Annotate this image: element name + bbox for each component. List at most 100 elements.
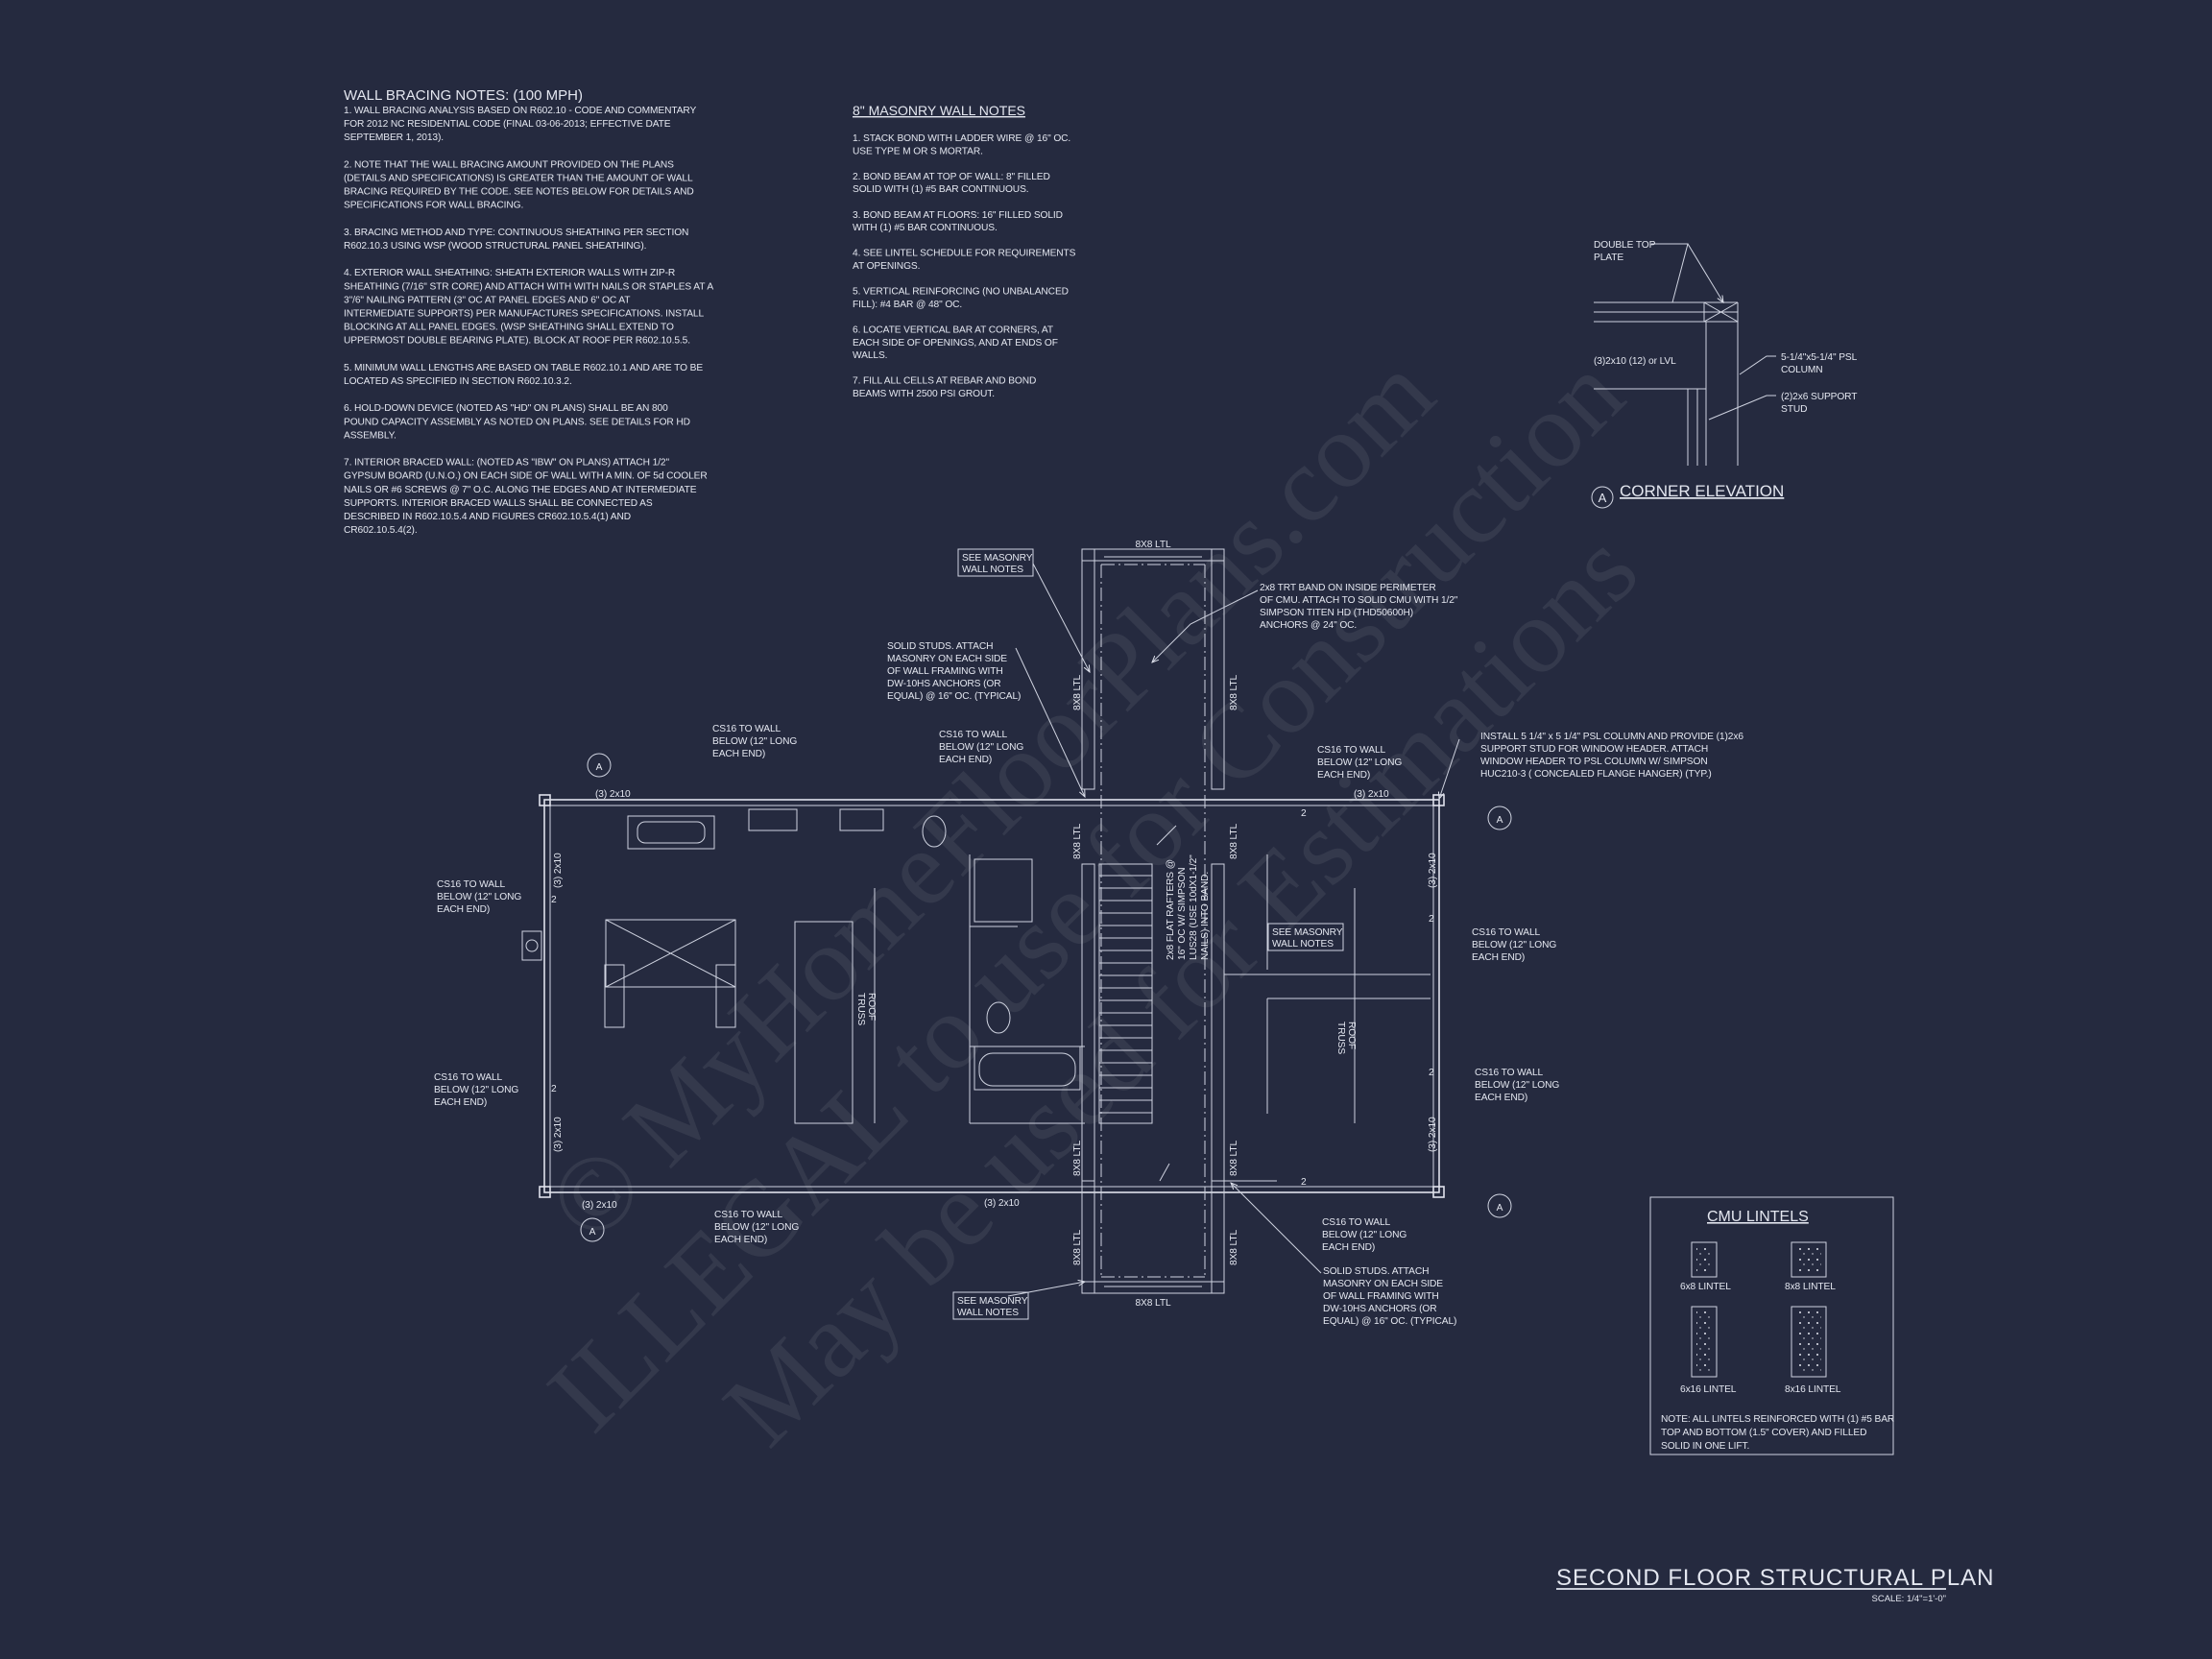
wall-bracing-note-line: LOCATED AS SPECIFIED IN SECTION R602.10.… (344, 376, 572, 387)
wall-bracing-note-line: DESCRIBED IN R602.10.5.4 AND FIGURES CR6… (344, 512, 631, 522)
lintel-callout: 8X8 LTL (1072, 824, 1083, 859)
solid-studs-callout: OF WALL FRAMING WITH (887, 666, 1003, 677)
see-masonry-callout: WALL NOTES (962, 565, 1023, 575)
wall-bracing-note-line: ASSEMBLY. (344, 430, 397, 441)
section-marker-circle (1591, 486, 1614, 509)
callout-box (952, 1291, 1029, 1320)
wall-bracing-note-line: 7. INTERIOR BRACED WALL: (NOTED AS "IBW"… (344, 458, 669, 469)
cs16-callout: BELOW (12" LONG (437, 892, 521, 902)
cs16-callout: BELOW (12" LONG (1475, 1080, 1559, 1091)
lintel-note: SOLID IN ONE LIFT. (1661, 1441, 1749, 1452)
lintel-callout: 8X8 LTL (1229, 675, 1239, 710)
section-marker-label: A (1497, 815, 1503, 826)
masonry-notes-title: 8" MASONRY WALL NOTES (853, 103, 1025, 118)
cs16-callout: BELOW (12" LONG (1317, 757, 1402, 768)
wall-bracing-note-line: BLOCKING AT ALL PANEL EDGES. (WSP SHEATH… (344, 323, 674, 333)
masonry-note-line: BEAMS WITH 2500 PSI GROUT. (853, 389, 995, 399)
cs16-callout: CS16 TO WALL (1472, 927, 1541, 938)
toilet (986, 1001, 1011, 1034)
see-masonry-callout: WALL NOTES (957, 1308, 1019, 1318)
lintel-callout: 8X8 LTL (1135, 1298, 1170, 1309)
trt-band-callout: 2x8 TRT BAND ON INSIDE PERIMETER (1260, 583, 1436, 593)
lintel-callout: 8X8 LTL (1072, 1230, 1083, 1265)
wall-bracing-notes: 1. WALL BRACING ANALYSIS BASED ON R602.1… (344, 106, 713, 536)
cs16-callout: CS16 TO WALL (1475, 1068, 1544, 1078)
stud-mark: 2 (1301, 808, 1307, 819)
wall-bracing-note-line: 5. MINIMUM WALL LENGTHS ARE BASED ON TAB… (344, 363, 703, 373)
lintel-label: 8x8 LINTEL (1785, 1282, 1836, 1292)
note-line: DOUBLE TOP (1594, 240, 1656, 251)
stud-mark: 2 (1429, 1068, 1434, 1078)
section-marker-label: A (1599, 491, 1607, 505)
trt-band-callout: SIMPSON TITEN HD (THD50600H) (1260, 608, 1413, 618)
leader-line (1032, 563, 1090, 672)
solid-studs-callout: DW-10HS ANCHORS (OR (1323, 1304, 1436, 1314)
lintel-callout: 8X8 LTL (1072, 675, 1083, 710)
lintel-callout: 8X8 LTL (1135, 540, 1170, 550)
floor-plan (521, 548, 1445, 1294)
psl-column (1432, 1186, 1445, 1198)
cs16-callout: CS16 TO WALL (714, 1210, 783, 1220)
lintel-callout: 8X8 LTL (1229, 824, 1239, 859)
psl-column (539, 1186, 551, 1198)
cs16-callout: BELOW (12" LONG (1472, 940, 1556, 950)
note-line: 5-1/4"x5-1/4" PSL (1781, 352, 1858, 363)
wall-header-label: (3) 2x10 (553, 853, 564, 888)
toilet (922, 815, 947, 848)
trt-band-callout: ANCHORS @ 24" OC. (1260, 620, 1357, 631)
rafters-callout: 2x8 FLAT RAFTERS @ (1166, 859, 1176, 960)
lintel-note: NOTE: ALL LINTELS REINFORCED WITH (1) #5… (1661, 1414, 1894, 1425)
masonry-note-line: EACH SIDE OF OPENINGS, AND AT ENDS OF (853, 338, 1058, 349)
lintel-callout: 8X8 LTL (1229, 1141, 1239, 1176)
note-line: (2)2x6 SUPPORT (1781, 392, 1857, 402)
trt-band-callout: OF CMU. ATTACH TO SOLID CMU WITH 1/2" (1260, 595, 1458, 606)
solid-studs-callout: EQUAL) @ 16" OC. (TYPICAL) (1323, 1316, 1456, 1327)
wall-header-label: (3) 2x10 (1428, 1117, 1438, 1152)
lintel-callout: 8X8 LTL (1229, 1230, 1239, 1265)
note-line: PLATE (1594, 252, 1623, 263)
leader-line (1015, 647, 1085, 797)
masonry-note-line: SOLID WITH (1) #5 BAR CONTINUOUS. (853, 184, 1029, 195)
stud-mark: 2 (551, 1084, 557, 1094)
lintel-label: 6x8 LINTEL (1680, 1282, 1731, 1292)
wall-bracing-note-line: 4. EXTERIOR WALL SHEATHING: SHEATH EXTER… (344, 268, 675, 278)
cs16-callout: BELOW (12" LONG (939, 742, 1023, 753)
wall-bracing-note-line: SHEATHING (7/16" STR CORE) AND ATTACH WI… (344, 281, 713, 292)
callout-box (1267, 923, 1344, 951)
masonry-note-line: WALLS. (853, 350, 887, 361)
cs16-callout: BELOW (12" LONG (714, 1222, 799, 1233)
section-marker-label: A (1497, 1203, 1503, 1214)
note-line: COLUMN (1781, 365, 1823, 375)
roof-truss-label: TRUSS (855, 993, 866, 1025)
see-masonry-callout: SEE MASONRY (962, 553, 1033, 564)
roof-truss-label: ROOF (1346, 1022, 1357, 1049)
rafters-callout: 16" OC W/ SIMPSON (1177, 868, 1188, 960)
wall-bracing-note-line: 2. NOTE THAT THE WALL BRACING AMOUNT PRO… (344, 159, 674, 170)
wall-bracing-note-line: UPPERMOST DOUBLE BEARING PLATE). BLOCK A… (344, 336, 690, 347)
cs16-callout: EACH END) (712, 749, 765, 759)
wall-bracing-note-line: INTERMEDIATE SUPPORTS) PER MANUFACTURES … (344, 309, 704, 320)
solid-studs-callout: EQUAL) @ 16" OC. (TYPICAL) (887, 691, 1021, 702)
wall-bracing-note-line: R602.10.3 USING WSP (WOOD STRUCTURAL PAN… (344, 241, 646, 252)
section-marker-label: A (589, 1227, 596, 1238)
wall-bracing-note-line: SPECIFICATIONS FOR WALL BRACING. (344, 201, 523, 211)
roof-truss-label: ROOF (866, 993, 877, 1021)
rafters-callout: NAILS) INTO BAND. (1200, 872, 1211, 960)
solid-studs-callout: DW-10HS ANCHORS (OR (887, 679, 1000, 689)
see-masonry-callout: WALL NOTES (1272, 939, 1334, 950)
note-line: (3)2x10 (12) or LVL (1594, 356, 1676, 367)
cs16-callout: CS16 TO WALL (939, 730, 1008, 740)
leader-line (1231, 1183, 1322, 1274)
wall-bracing-note-line: SEPTEMBER 1, 2013). (344, 132, 444, 143)
leader-line (1152, 589, 1259, 662)
wall-bracing-note-line: 3"/6" NAILING PATTERN (3" OC AT PANEL ED… (344, 295, 630, 305)
section-marker-circle (587, 753, 612, 778)
watermark: © MyHomeFloorPlans.com ILLEGAL to use fo… (525, 333, 1660, 1468)
bathtub (627, 815, 715, 850)
psl-column (539, 794, 551, 806)
masonry-note-line: USE TYPE M OR S MORTAR. (853, 146, 983, 156)
masonry-note-line: AT OPENINGS. (853, 261, 920, 272)
wall-header-label: (3) 2x10 (595, 789, 631, 800)
bed (794, 921, 854, 1124)
